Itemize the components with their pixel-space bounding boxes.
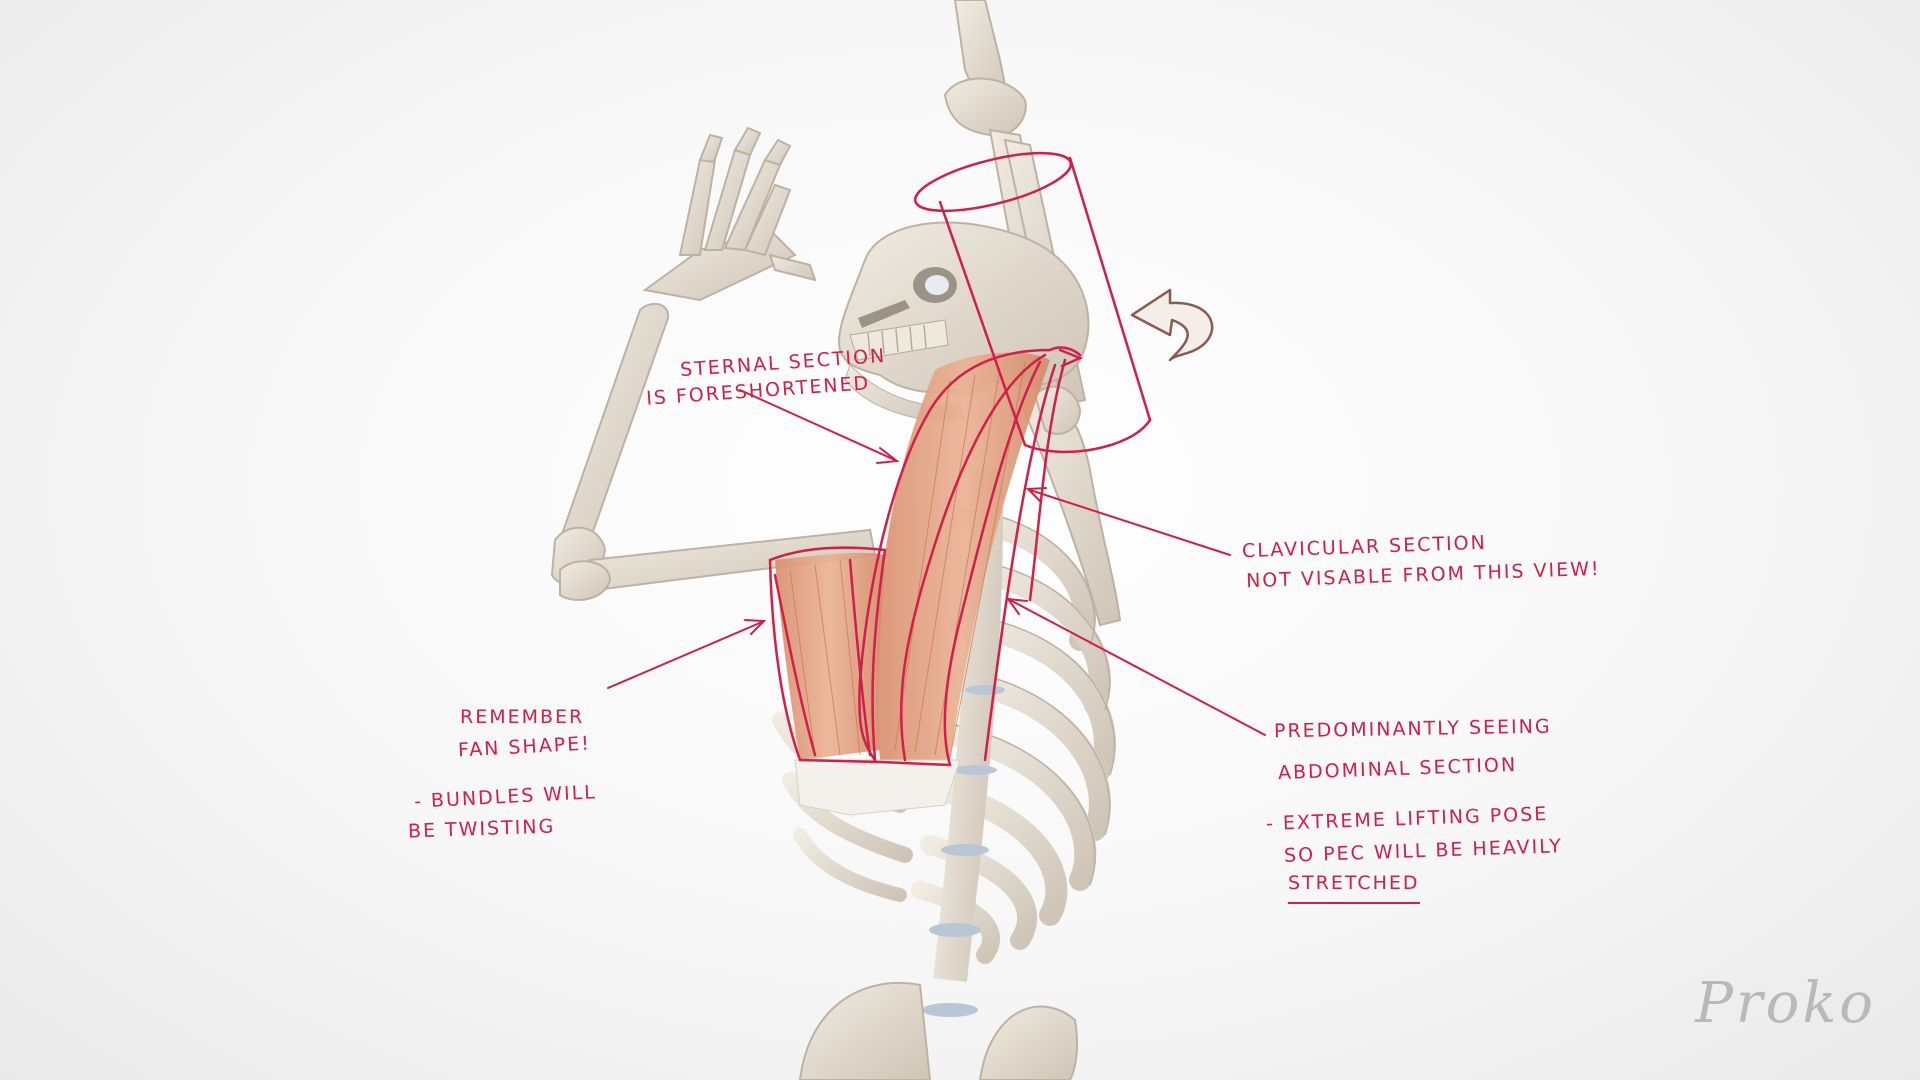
arrow-abdominal [1009, 599, 1266, 736]
note-stretched: stretched [1288, 866, 1420, 904]
rotation-arrow-icon [1130, 288, 1214, 362]
arrow-clavicular-head [1025, 487, 1047, 503]
arrow-fan [607, 621, 763, 689]
arrow-clavicular [1029, 489, 1231, 556]
arrow-fan-head [744, 619, 767, 635]
shoulder-cylinder-sketch [913, 151, 1152, 454]
note-bundles-line2: be twisting [407, 815, 556, 843]
note-fan-line1: Remember [460, 706, 585, 728]
proko-logo: Proko [1695, 971, 1876, 1036]
note-fan-line2: fan shape! [457, 732, 592, 762]
arrow-sternal-head [876, 447, 900, 464]
left-arm [550, 126, 877, 601]
pec-contour-sketch [768, 346, 1084, 767]
pelvis [798, 981, 1079, 1080]
leader-arrows [607, 389, 1266, 736]
arrow-abdominal-head [1005, 597, 1028, 615]
arrow-sternal [739, 389, 896, 461]
note-abdominal-line1: Predominantly seeing [1273, 715, 1552, 743]
